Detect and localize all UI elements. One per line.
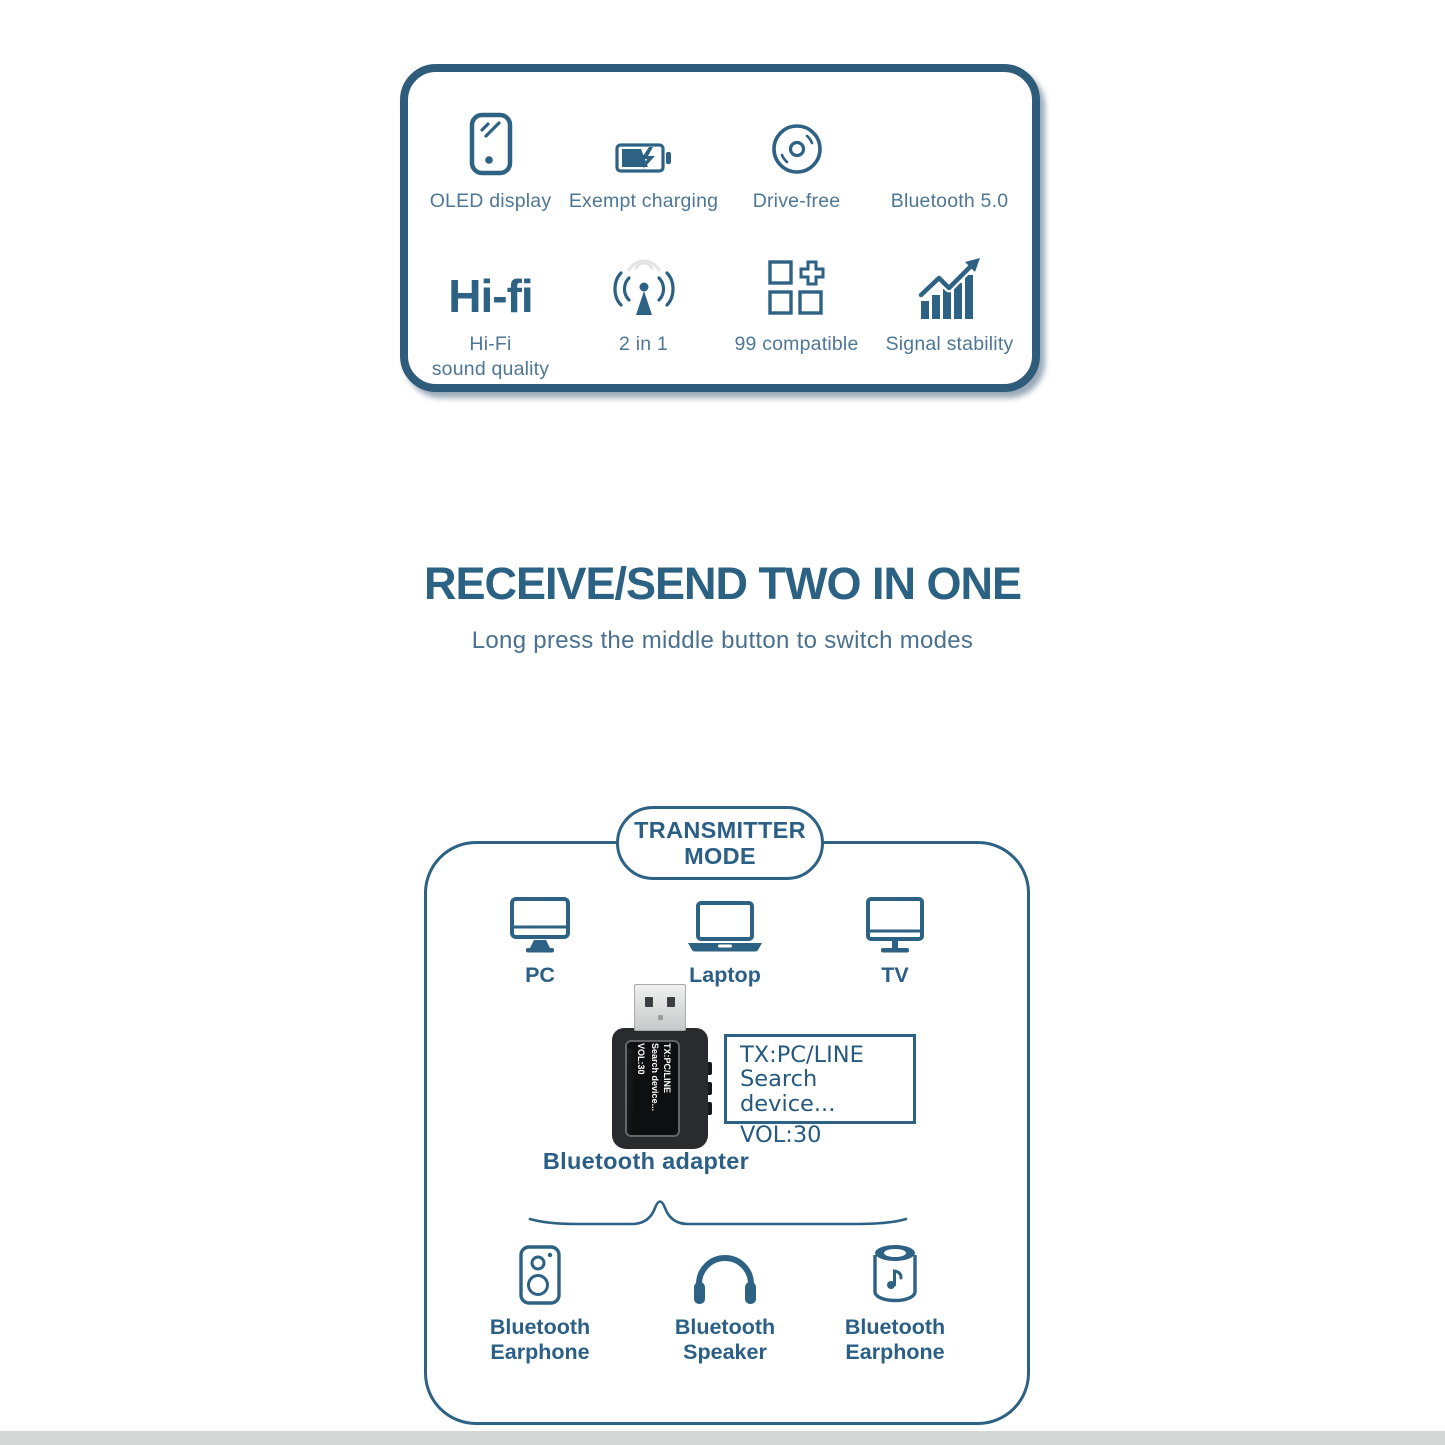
feature-label: Signal stability [885,333,1014,356]
section-subtitle: Long press the middle button to switch m… [471,627,974,654]
feature-hifi-sound: Hi-fi Hi-Fi sound quality [414,243,567,381]
pc-monitor-icon [509,888,571,954]
source-label: PC [525,963,555,987]
hifi-wordmark: Hi-fi [448,270,533,323]
source-laptop: Laptop [640,888,810,988]
feature-label: Drive-free [752,190,841,212]
screen-line: TX:PC/LINE [661,1043,672,1094]
hifi-text-icon: Hi-fi [448,243,533,323]
feature-label: OLED display [429,190,552,212]
feature-label: 99 compatible [734,333,859,356]
adapter-side-button [705,1062,712,1075]
usb-plug [634,984,686,1031]
headphones-icon [690,1240,760,1306]
feature-label: Bluetooth 5.0 [890,190,1009,212]
screen-line: VOL:30 [635,1043,646,1076]
feature-label: 2 in 1 [619,333,668,356]
output-label: Bluetooth Speaker [674,1315,776,1365]
next-section-edge [0,1431,1445,1445]
badge-line2: MODE [684,843,756,869]
battery-charging-icon [614,100,673,176]
source-tv: TV [810,888,980,988]
feature-oled-display: OLED display [414,100,567,213]
cd-disc-icon [770,100,824,176]
output-bt-earphone-right: Bluetooth Earphone [810,1240,980,1366]
screen-readout-box: TX:PC/LINE Search device... VOL:30 [724,1034,916,1147]
badge-line1: TRANSMITTER [634,816,806,843]
readout-line: TX:PC/LINE [740,1042,864,1068]
output-label: Bluetooth Earphone [489,1315,591,1365]
usb-contact-slot [667,997,675,1007]
readout-line: Search device... [740,1066,836,1117]
feature-panel: OLED display Exempt charging [400,64,1040,392]
tv-icon [865,888,925,954]
chart-up-icon [916,243,983,320]
output-label: Bluetooth Earphone [844,1315,946,1365]
screen-line: Search device... [649,1043,660,1112]
feature-grid: OLED display Exempt charging [408,72,1032,381]
source-label: TV [881,963,909,987]
feature-exempt-charging: Exempt charging [567,100,720,213]
feature-99-compatible: 99 compatible [720,243,873,381]
feature-drive-free: Drive-free [720,100,873,213]
usb-notch [658,1015,663,1020]
feature-signal-stability: Signal stability [873,243,1026,381]
adapter-side-button [705,1102,712,1115]
feature-label: Hi-Fi sound quality [431,333,550,380]
speaker-box-icon [518,1240,562,1306]
output-bt-earphone-left: Bluetooth Earphone [455,1240,625,1366]
usb-contact-slot [645,997,653,1007]
laptop-icon [685,888,765,954]
source-pc: PC [455,888,625,988]
phone-icon [468,100,514,176]
antenna-icon [605,243,683,319]
adapter-side-button [705,1082,712,1095]
adapter-screen-text: TX:PC/LINE Search device... VOL:30 [633,1044,671,1134]
brace-divider [527,1192,909,1233]
adapter-label: Bluetooth adapter [542,1148,750,1174]
feature-two-in-one: 2 in 1 [567,243,720,381]
feature-label: Exempt charging [568,190,719,212]
squares-plus-icon [767,243,827,319]
section-title: RECEIVE/SEND TWO IN ONE [423,558,1022,609]
speaker-cylinder-icon [870,1240,920,1306]
feature-bluetooth-5: Bluetooth 5.0 [873,100,1026,213]
adapter-oled-screen: TX:PC/LINE Search device... VOL:30 [625,1040,680,1137]
readout-line: VOL:30 [740,1121,822,1148]
source-label: Laptop [689,963,761,987]
output-bt-speaker: Bluetooth Speaker [640,1240,810,1366]
transmitter-mode-badge: TRANSMITTER MODE [616,806,824,880]
